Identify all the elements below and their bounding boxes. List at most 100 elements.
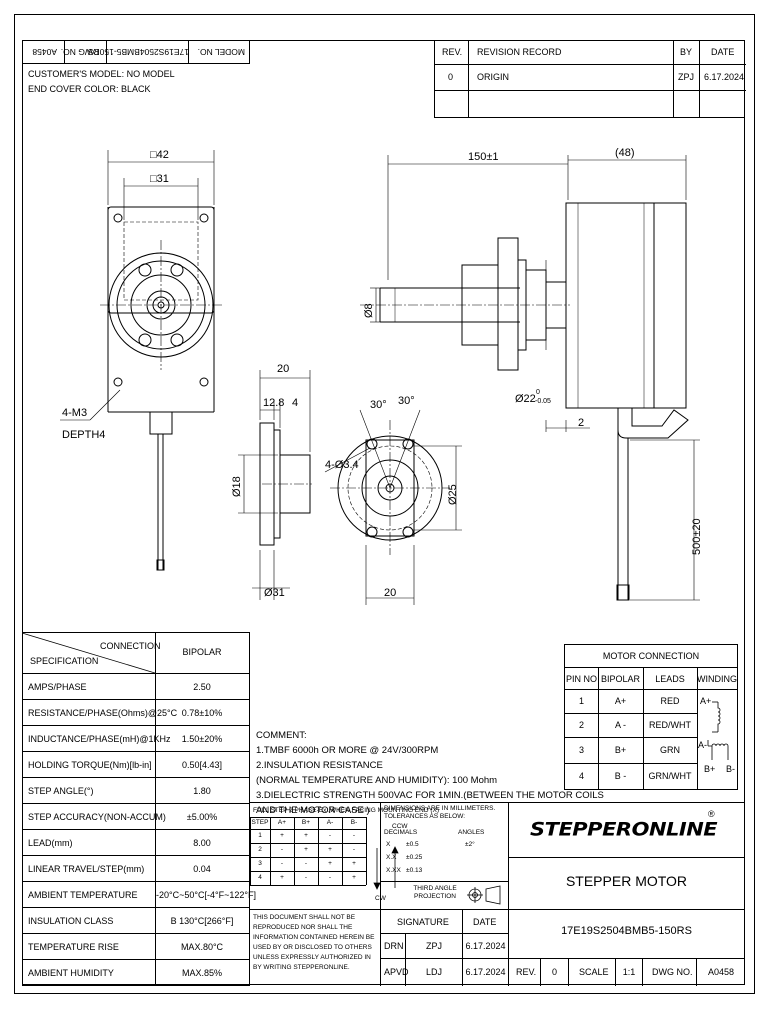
spec-value: -20°C~50°C[-4°F~122°F] [156, 890, 256, 900]
spec-header-connection: CONNECTION [100, 641, 161, 651]
tolerance-line2: TOLERANCES AS BELOW: [384, 813, 466, 820]
spec-value: ±5.00% [186, 812, 218, 822]
spec-label: LINEAR TRAVEL/STEP(mm) [28, 864, 145, 874]
dim-nut-pcd: Ø25 [447, 484, 459, 505]
step-table-header: B+ [301, 819, 311, 826]
dim-boss-height: 2 [578, 417, 584, 429]
mc-lead: GRN/WHT [648, 770, 692, 781]
mc-lead: GRN [660, 744, 680, 755]
revision-table: REV. REVISION RECORD BY DATE 0 ORIGIN ZP… [434, 40, 746, 118]
date-col-header: DATE [711, 47, 735, 57]
notice-text: THIS DOCUMENT SHALL NOT BE REPRODUCED NO… [253, 914, 375, 971]
spec-value: 0.50[4.43] [181, 760, 223, 770]
by-col-header: BY [680, 47, 693, 57]
dim-front-outer: □42 [150, 149, 169, 161]
model-number-box: MODEL NO. 17E19S2504BMB5-150RS DWG NO. A… [22, 40, 250, 64]
tol-angle-val: ±2° [465, 841, 475, 848]
dim-boss-tol-upper: 0 [536, 389, 540, 396]
product-model: 17E19S2504BMB5-150RS [561, 925, 692, 937]
spec-value: MAX.85% [181, 968, 223, 978]
projection-symbol-icon [467, 885, 501, 905]
projection-label: THIRD ANGLE PROJECTION [413, 885, 457, 900]
sig-date-apvd: 6.17.2024 [465, 967, 506, 977]
tol-xxx: X.XX [386, 867, 401, 874]
stepperonline-logo: STEPPERONLINE [530, 818, 718, 841]
side-view [360, 155, 700, 601]
mc-pin: 4 [578, 770, 584, 781]
step-table-cell: - [304, 860, 308, 867]
tol-xx-val: ±0.25 [406, 854, 423, 861]
step-table-header: A- [326, 819, 334, 826]
tol-xx: X.X [386, 854, 397, 861]
step-table-cell: + [328, 846, 332, 853]
sig-role-apvd: APVD [384, 967, 409, 977]
step-table-cell: + [280, 832, 284, 839]
revision-record-header: REVISION RECORD [477, 47, 562, 57]
step-table-cell: - [280, 860, 284, 867]
nut-side-view [238, 370, 312, 600]
technical-drawing: □42 □31 4-M3 DEPTH4 150±1 (48) Ø8 Ø22 0 … [60, 147, 703, 605]
dwg-label: DWG NO. [652, 967, 693, 977]
ccw-label: CCW [392, 823, 408, 830]
step-table-cell: + [304, 832, 308, 839]
step-table-cell: - [280, 846, 284, 853]
spec-value: 0.04 [193, 864, 211, 874]
mc-pin: 1 [578, 695, 584, 706]
spec-value: 1.50±20% [181, 734, 223, 744]
sig-name-drn: ZPJ [425, 941, 442, 951]
spec-label: INDUCTANCE/PHASE(mH)@1KHz [28, 734, 171, 744]
end-cover-color: END COVER COLOR: BLACK [28, 84, 151, 94]
mc-header-pin: PIN NO [565, 674, 597, 684]
rev-value: 0 [551, 967, 557, 977]
dim-nut-flange-dia: Ø31 [264, 587, 285, 599]
dwg-value: A0458 [707, 967, 735, 977]
spec-value: 8.00 [193, 838, 211, 848]
spec-value: B 130°C[266°F] [170, 916, 234, 926]
spec-value: 1.80 [193, 786, 211, 796]
spec-value: 0.78±10% [181, 708, 223, 718]
spec-value: MAX.80°C [180, 942, 224, 952]
spec-label: AMBIENT TEMPERATURE [28, 890, 138, 900]
dim-front-inner: □31 [150, 173, 169, 185]
spec-label: AMBIENT HUMIDITY [28, 968, 114, 978]
dim-boss-tol-lower: -0.05 [535, 398, 551, 405]
step-table-cell: - [328, 832, 332, 839]
specification-table: CONNECTION SPECIFICATION BIPOLAR AMPS/PH… [22, 632, 256, 986]
step-table-cell: + [352, 860, 356, 867]
winding-a-minus: A- [698, 740, 707, 750]
winding-diagram: A+ A- B+ B- [698, 696, 735, 774]
step-table-header: STEP [251, 819, 269, 826]
comment-line: 3.DIELECTRIC STRENGTH 500VAC FOR 1MIN.(B… [256, 790, 604, 801]
dim-lead-length: 500±20 [691, 518, 703, 555]
dim-side-motor: (48) [615, 147, 635, 159]
mc-pin: 3 [578, 744, 584, 755]
front-view [60, 150, 222, 571]
dim-shaft-dia: Ø8 [363, 303, 375, 318]
dim-nut-length: 20 [277, 363, 289, 375]
registered-mark: ® [708, 809, 715, 819]
step-table-cell: 1 [258, 832, 262, 839]
dim-nut-holes: 4-Ø3.4 [325, 459, 359, 471]
motor-connection-title: MOTOR CONNECTION [602, 651, 700, 661]
dim-angle-a: 30° [370, 399, 387, 411]
mc-bipolar: B+ [614, 744, 627, 755]
dim-nut-width: 20 [384, 587, 396, 599]
mc-bipolar: B - [614, 770, 627, 781]
tol-xxx-val: ±0.13 [406, 867, 423, 874]
dim-mount-holes: 4-M3 [62, 407, 87, 419]
tolerance-line1: DIMENSIONS ARE IN MILLIMETERS. [384, 805, 496, 812]
revision-by: ZPJ [678, 72, 695, 82]
revision-date: 6.17.2024 [704, 72, 745, 82]
winding-b-minus: B- [726, 764, 735, 774]
tol-decimals: DECIMALS [384, 829, 418, 836]
comment-title: COMMENT: [256, 730, 307, 741]
customers-model: CUSTOMER'S MODEL: NO MODEL [28, 69, 175, 79]
motor-connection-table: MOTOR CONNECTION PIN NO BIPOLAR LEADS WI… [564, 644, 738, 790]
spec-header-specification: SPECIFICATION [30, 656, 99, 666]
step-table-cell: + [304, 846, 308, 853]
dim-side-length: 150±1 [468, 151, 499, 163]
outer-border [14, 14, 755, 994]
comment-line: 2.INSULATION RESISTANCE [256, 760, 383, 771]
comment-line: AND THE MOTOR CASE ) [256, 805, 370, 816]
step-table-cell: + [280, 874, 284, 881]
